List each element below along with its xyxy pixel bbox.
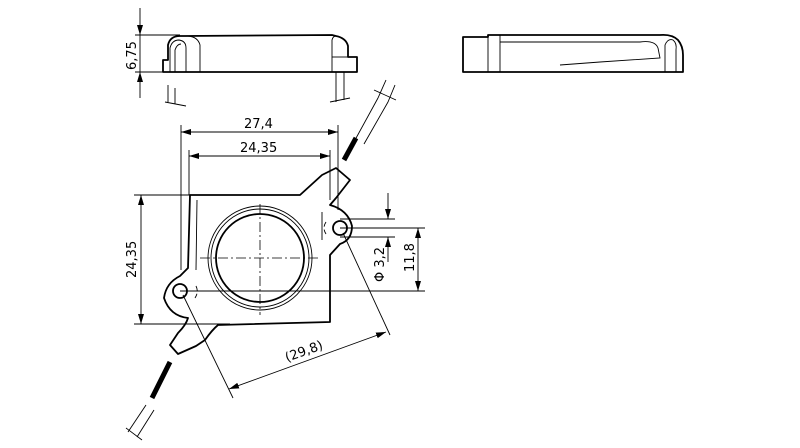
side-view-front xyxy=(162,34,358,107)
body-width-label: 24,35 xyxy=(240,141,277,156)
cable-upper xyxy=(341,79,397,162)
hole-offset-label: 11,8 xyxy=(403,243,418,272)
top-view xyxy=(163,167,353,355)
hole-diameter-label: Φ 3,2 xyxy=(373,247,388,282)
body-height-label: 24,35 xyxy=(125,241,140,278)
hole-diameter-dimension: Φ 3,2 xyxy=(340,193,395,282)
height-dimension: 6,75 xyxy=(125,8,180,98)
overall-width-label: 27,4 xyxy=(244,117,273,132)
body-width-dimension: 24,35 xyxy=(188,141,331,200)
height-label: 6,75 xyxy=(125,41,140,70)
hole-offset-dimension: 11,8 xyxy=(180,227,425,292)
side-view-rear xyxy=(462,33,684,73)
cable-lower xyxy=(125,360,173,441)
overall-width-dimension: 27,4 xyxy=(180,117,339,270)
body-height-dimension: 24,35 xyxy=(125,194,230,325)
